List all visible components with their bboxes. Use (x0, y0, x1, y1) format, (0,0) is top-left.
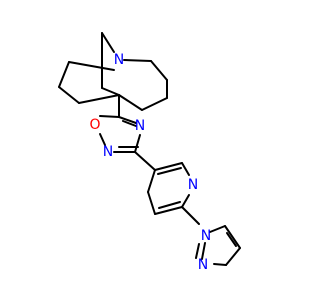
bicyclic-nitrogen-label: N (114, 52, 124, 68)
bond (78, 94, 120, 104)
bond (157, 167, 182, 175)
bond (147, 191, 156, 215)
molecule-drawing: N O N N N N N (58, 32, 241, 273)
bicyclic-ring-bonds (58, 32, 168, 111)
bond (201, 242, 206, 260)
bond (158, 201, 181, 209)
bond (58, 61, 70, 88)
bond (181, 194, 190, 208)
bond (147, 169, 156, 193)
bond (101, 87, 120, 96)
bond (58, 86, 80, 104)
oxadiazole-nitrogen-4-label: N (135, 118, 145, 134)
bond (181, 162, 190, 176)
bond (225, 247, 241, 266)
pyridine-ring-bonds (147, 162, 190, 215)
bond (150, 60, 168, 81)
bond (154, 162, 183, 171)
bond (141, 97, 168, 111)
oxadiazole-oxygen-label: O (89, 117, 100, 133)
structure-canvas: N O N N N N N (58, 32, 241, 273)
bond (122, 120, 137, 127)
bond (68, 61, 115, 71)
bond (118, 116, 137, 124)
pyrazole-ring-bonds (195, 225, 241, 266)
bond (118, 94, 143, 111)
bond (134, 151, 156, 171)
bond (99, 133, 106, 146)
bond (154, 206, 183, 215)
pyridine-nitrogen-label: N (188, 177, 198, 193)
oxadiazole-ring-bonds (99, 115, 141, 153)
bond (101, 32, 115, 53)
bond (195, 243, 200, 259)
pyrazole-nitrogen-2-label: N (198, 257, 208, 273)
bond (181, 206, 200, 225)
bond (123, 59, 152, 62)
oxadiazole-nitrogen-2-label: N (103, 144, 113, 160)
bond (134, 134, 141, 153)
bond (224, 225, 241, 249)
bond (209, 225, 226, 233)
pyrazole-nitrogen-1-label: N (201, 228, 211, 244)
bond (99, 115, 120, 118)
bond (226, 232, 237, 247)
bond (213, 263, 227, 266)
